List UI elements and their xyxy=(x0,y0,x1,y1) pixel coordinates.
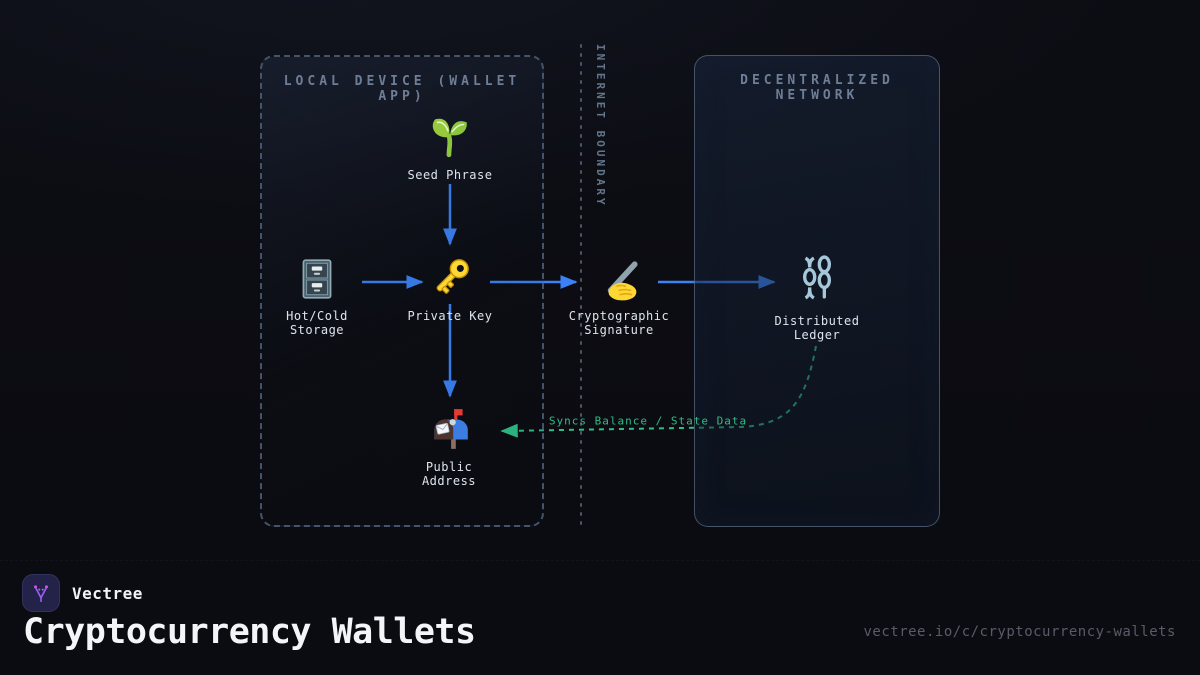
key-icon xyxy=(427,255,473,301)
private-key-label: Private Key xyxy=(407,309,493,323)
seed-phrase-label: Seed Phrase xyxy=(407,168,493,182)
page-url: vectree.io/c/cryptocurrency-wallets xyxy=(863,624,1176,640)
vectree-logo xyxy=(22,574,60,612)
public-address-label: Public Address xyxy=(421,460,477,488)
distributed-ledger-label: Distributed Ledger xyxy=(774,314,860,342)
internet-boundary-label: INTERNET BOUNDARY xyxy=(594,44,607,208)
page-title: Cryptocurrency Wallets xyxy=(23,612,476,652)
hot-cold-storage-label: Hot/Cold Storage xyxy=(286,309,348,337)
file-cabinet-icon xyxy=(294,256,340,302)
mailbox-icon xyxy=(426,406,472,452)
seedling-icon xyxy=(427,113,473,159)
local-device-zone-title: LOCAL DEVICE (WALLET APP) xyxy=(283,74,521,104)
vectree-logo-glyph xyxy=(34,585,48,603)
decentralized-network-zone: DECENTRALIZED NETWORK xyxy=(694,55,940,527)
brand-name: Vectree xyxy=(72,584,143,603)
decentralized-network-zone-title: DECENTRALIZED NETWORK xyxy=(740,73,894,103)
chains-icon xyxy=(794,255,840,301)
sync-edge-label: Syncs Balance / State Data xyxy=(548,414,748,428)
cryptographic-signature-label: Cryptographic Signature xyxy=(568,309,670,337)
writing-hand-icon xyxy=(596,258,642,304)
footer-divider xyxy=(0,560,1200,561)
